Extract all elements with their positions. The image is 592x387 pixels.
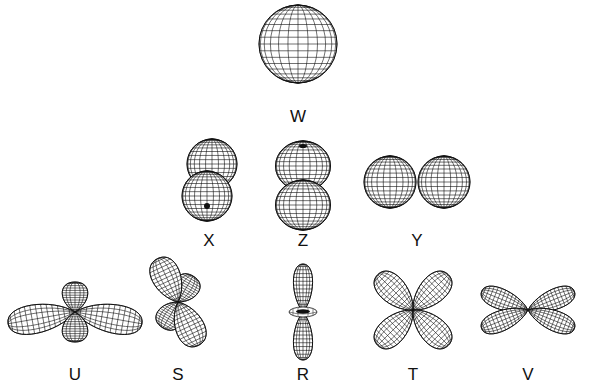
orbital-label: Y — [411, 232, 422, 249]
orbital-label: S — [172, 366, 183, 383]
orbital-label: V — [522, 366, 533, 383]
orbital-label: X — [203, 232, 214, 249]
orbital-label: T — [408, 366, 418, 383]
orbital-label: U — [69, 366, 81, 383]
orbital-label: Z — [298, 232, 308, 249]
orbital-label: R — [297, 366, 309, 383]
orbital-label: W — [290, 108, 306, 125]
